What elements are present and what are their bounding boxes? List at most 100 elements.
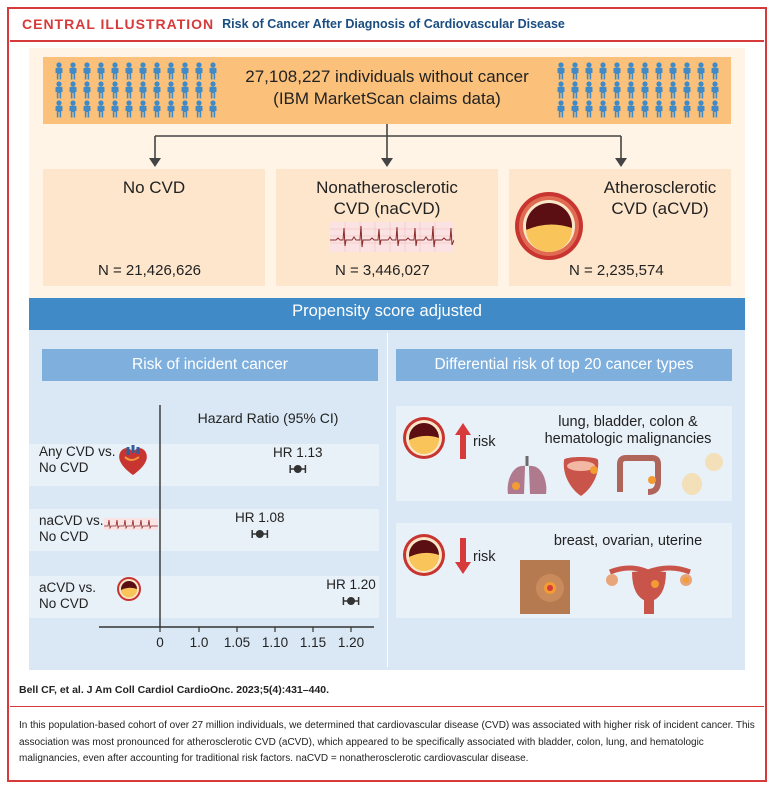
person-icon [680,80,694,99]
decreased-risk-label: risk [473,549,496,565]
person-icon [624,99,638,118]
caption: In this population-based cohort of over … [19,720,755,764]
person-icon [666,99,680,118]
person-icon [568,99,582,118]
ecg-strip-icon [330,222,454,252]
illustration-frame [7,7,767,782]
person-icon [66,80,80,99]
people-icon-group-left [52,61,220,118]
person-icon [178,99,192,118]
group-title-acvd: Atherosclerotic CVD (aCVD) [603,178,717,218]
title-bar: CENTRAL ILLUSTRATION Risk of Cancer Afte… [10,10,764,38]
person-icon [708,80,722,99]
forest-row-band [29,509,379,551]
group-n-acvd: N = 2,235,574 [569,262,664,279]
person-icon [652,80,666,99]
person-icon [596,99,610,118]
breast-icon [520,560,570,614]
increased-risk-label: risk [473,434,496,450]
person-icon [582,61,596,80]
forest-hr-annotation: HR 1.20 [326,577,376,592]
person-icon [192,61,206,80]
person-icon [582,80,596,99]
person-icon [164,80,178,99]
forest-row-label-any-cvd: Any CVD vs. No CVD [39,444,116,475]
forest-point-estimate [347,597,355,605]
person-icon [652,99,666,118]
person-icon [554,61,568,80]
person-icon [94,61,108,80]
cohort-count: 27,108,227 individuals without cancer [245,67,529,86]
group-box-no-cvd [43,169,265,286]
person-icon [610,99,624,118]
person-icon [136,61,150,80]
person-icon [150,61,164,80]
person-icon [52,80,66,99]
illustration-title: Risk of Cancer After Diagnosis of Cardio… [222,17,565,31]
person-icon [122,99,136,118]
group-title-no-cvd: No CVD [122,178,186,197]
person-icon [680,61,694,80]
arrow-down-icon [455,538,471,574]
forest-row-band [29,444,379,486]
forest-plot-title: Hazard Ratio (95% CI) [197,410,339,426]
atherosclerotic-artery-icon [515,192,583,260]
person-icon [108,80,122,99]
person-icon [624,80,638,99]
forest-point-estimate [293,465,302,473]
person-icon [108,99,122,118]
forest-tick-label: 1.20 [338,635,364,650]
person-icon [666,61,680,80]
person-icon [178,61,192,80]
group-n-nacvd: N = 3,446,027 [335,262,430,279]
heart-icon [119,445,147,475]
organ-illustrations [507,453,723,496]
person-icon [638,80,652,99]
person-icon [178,80,192,99]
person-icon [694,99,708,118]
person-icon [164,99,178,118]
person-icon [554,80,568,99]
forest-row-label-nacvd: naCVD vs. No CVD [39,513,104,544]
artery-small-icon [117,577,141,601]
arrow-up-icon [455,423,471,459]
forest-hr-annotation: HR 1.13 [273,445,323,460]
person-icon [80,61,94,80]
person-icon [80,99,94,118]
person-icon [94,99,108,118]
cohort-source: (IBM MarketScan claims data) [273,89,501,108]
person-icon [610,80,624,99]
forest-hr-annotation: HR 1.08 [235,510,285,525]
person-icon [596,61,610,80]
lungs-icon [507,456,547,494]
branch-arrows [149,124,627,167]
person-icon [136,80,150,99]
increased-risk-panel [396,406,732,501]
person-icon [192,99,206,118]
central-illustration-label: CENTRAL ILLUSTRATION [22,16,215,32]
forest-tick-label: 1.10 [262,635,288,650]
reproductive-organ-illustrations [520,560,692,614]
forest-tick-label: 1.0 [190,635,209,650]
propensity-label: Propensity score adjusted [292,302,482,320]
forest-tick-label: 1.05 [224,635,250,650]
person-icon [164,61,178,80]
caption-separator [10,706,764,707]
person-icon [582,99,596,118]
citation: Bell CF, et al. J Am Coll Cardiol Cardio… [19,684,330,696]
person-icon [638,61,652,80]
person-icon [136,99,150,118]
forest-point-estimate [255,530,264,538]
title-divider [10,40,764,42]
person-icon [94,80,108,99]
person-icon [666,80,680,99]
person-icon [108,61,122,80]
person-icon [122,61,136,80]
person-icon [206,80,220,99]
person-icon [206,61,220,80]
person-icon [66,61,80,80]
person-icon [122,80,136,99]
section-divider [387,333,388,667]
person-icon [192,80,206,99]
